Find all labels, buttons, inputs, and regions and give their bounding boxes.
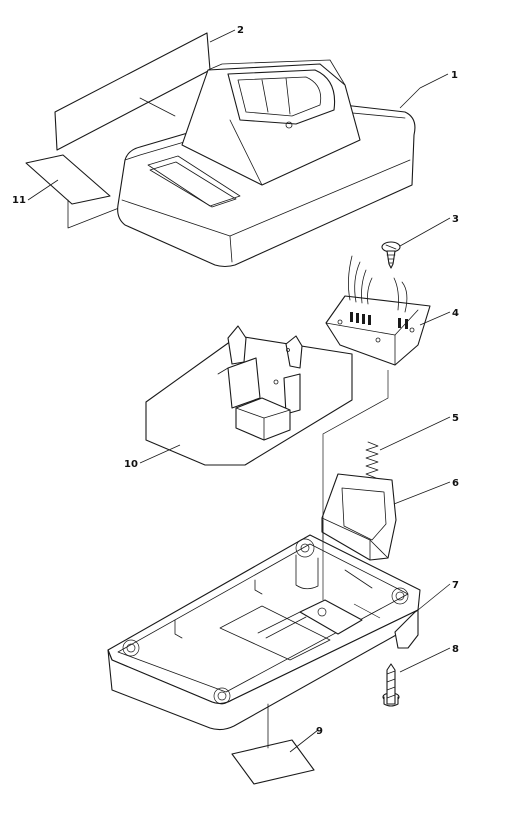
leader-9	[289, 729, 319, 753]
callout-9: 9	[316, 726, 323, 737]
callout-6: 6	[452, 478, 459, 489]
part-5-spring	[365, 441, 379, 479]
leader-10	[139, 444, 181, 464]
part-8-screw	[382, 663, 400, 707]
leader-1	[399, 87, 421, 109]
leader-6	[393, 481, 451, 505]
leader-3	[399, 217, 451, 247]
leader-lines	[27, 29, 451, 753]
part-1-top-cover	[117, 59, 416, 268]
part-4-terminal-block	[325, 255, 431, 366]
part-3-screw	[381, 241, 401, 269]
callout-4: 4	[452, 308, 459, 319]
callout-10: 10	[124, 459, 138, 470]
callout-11: 11	[12, 195, 26, 206]
assembly-lines	[322, 370, 389, 600]
part-7-base	[107, 534, 421, 731]
leader-8	[399, 647, 451, 673]
callout-1: 1	[451, 70, 458, 81]
callout-5: 5	[452, 413, 459, 424]
callout-labels: 1 2 3 4 5 6 7 8 9 10 11	[12, 25, 459, 737]
callout-3: 3	[452, 214, 459, 225]
leader-4	[419, 311, 451, 326]
part-10-plate	[145, 325, 353, 466]
part-6-bracket	[321, 473, 397, 561]
leader-11	[27, 179, 59, 201]
callout-8: 8	[452, 644, 459, 655]
callout-7: 7	[452, 580, 459, 591]
leader-5	[379, 416, 451, 451]
part-9-label	[231, 703, 315, 785]
leader-7	[417, 583, 451, 611]
leader-2	[209, 29, 236, 43]
callout-2: 2	[237, 25, 244, 36]
